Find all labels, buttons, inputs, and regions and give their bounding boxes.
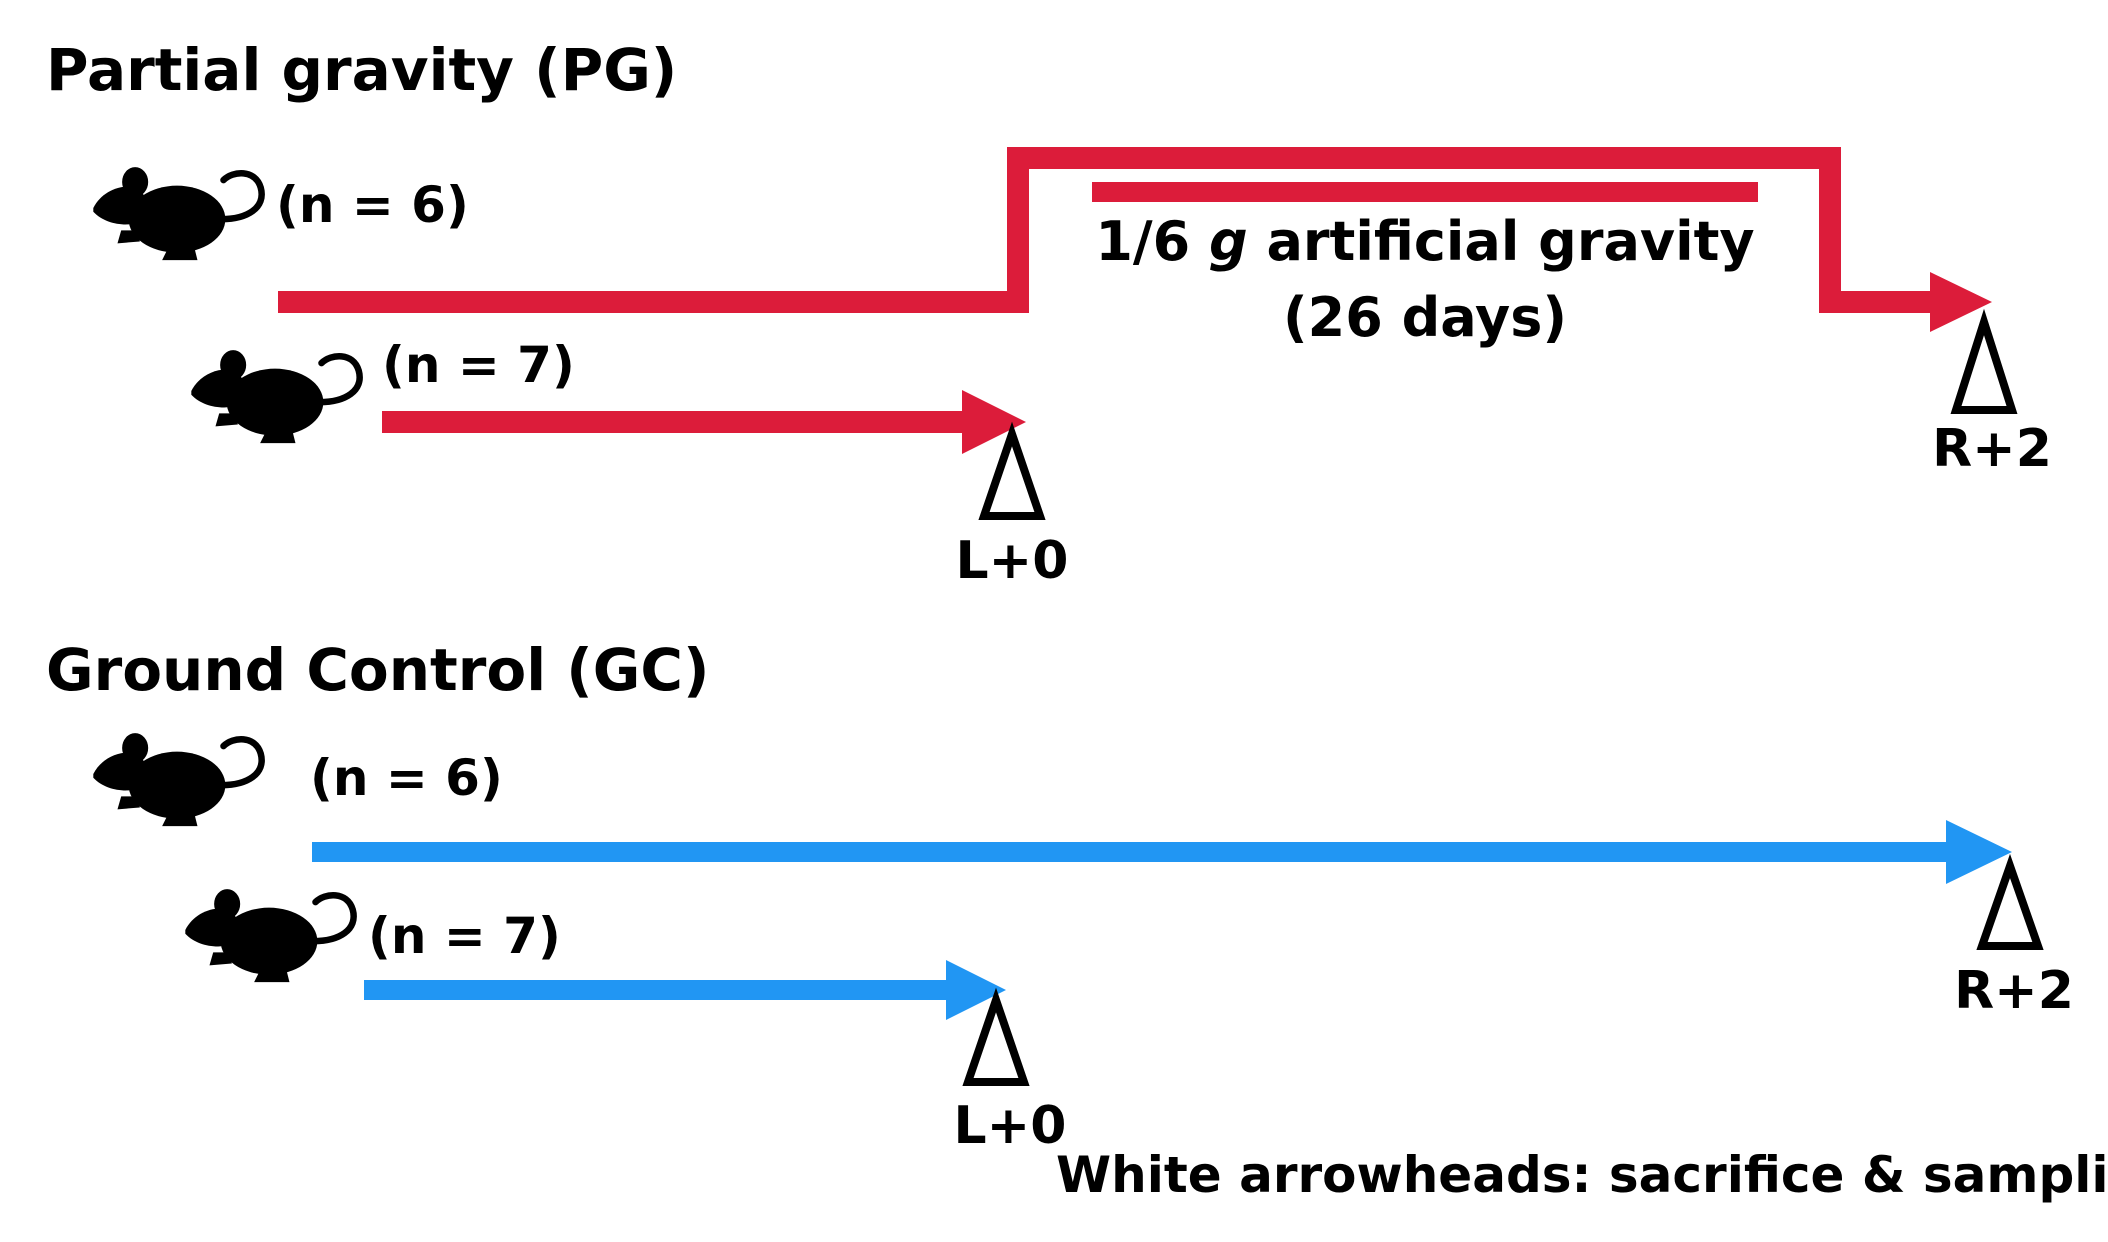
pg-launch-arrowhead-marker-icon (978, 421, 1046, 520)
pg-cohort-a-arrowhead (1930, 272, 1992, 332)
gc-return-arrowhead-marker-icon (1976, 853, 2044, 950)
gc-cohort-b-arrowhead (946, 960, 1006, 1020)
pg-cohort-a-timeline (278, 147, 1930, 313)
gc-cohort-b-n-label: (n = 7) (368, 907, 561, 965)
pg-cohort-b-arrowhead (962, 390, 1026, 454)
gc-cohort-a-mouse-icon (93, 733, 261, 826)
pg-cohort-a-mouse-icon (93, 167, 261, 260)
gc-launch-arrowhead-marker-icon (962, 987, 1030, 1086)
pg-cohort-a-n-label: (n = 6) (276, 176, 469, 234)
gc-title: Ground Control (GC) (46, 636, 710, 704)
footer-note: White arrowheads: sacrifice & sampling (1056, 1146, 2108, 1204)
pg-artificial-gravity-bar (1092, 182, 1758, 202)
gc-launch-event-label: L+0 (954, 1096, 1067, 1156)
gc-cohort-a-arrowhead (1946, 820, 2012, 884)
pg-return-arrowhead-marker-icon (1950, 308, 2018, 414)
gc-cohort-a-n-label: (n = 6) (310, 749, 503, 807)
gc-return-event-label: R+2 (1954, 961, 2074, 1021)
pg-title: Partial gravity (PG) (46, 36, 677, 104)
gc-cohort-b-mouse-icon (185, 889, 353, 982)
pg-duration-label: (26 days) (1283, 286, 1567, 349)
pg-launch-event-label: L+0 (956, 531, 1069, 591)
pg-gravity-label: 1/6 g artificial gravity (1095, 210, 1754, 273)
pg-cohort-b-mouse-icon (191, 350, 359, 443)
pg-cohort-b-n-label: (n = 7) (382, 336, 575, 394)
pg-return-event-label: R+2 (1932, 419, 2052, 479)
